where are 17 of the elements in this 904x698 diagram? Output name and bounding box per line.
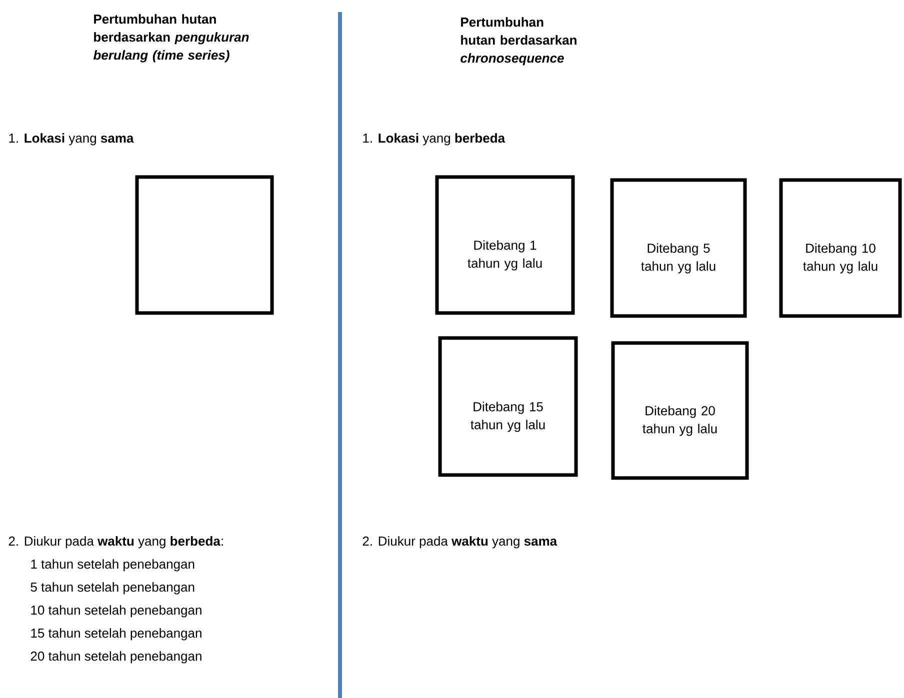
list-item: 2. Diukur pada waktu yang sama [362,536,558,548]
plot-box: Ditebang 1 tahun yg lalu [435,175,575,315]
list-item: 2. Diukur pada waktu yang berbeda: [8,536,223,548]
column-heading: Pertumbuhan hutan berdasarkan chronosequence [460,17,576,66]
plot-box: Ditebang 20 tahun yg lalu [611,341,749,480]
plot-box: Ditebang 5 tahun yg lalu [610,178,747,318]
list-item: 20 tahun setelah penebangan [30,651,202,664]
list-item: 1. Lokasi yang berbeda [363,133,506,146]
list-item: 10 tahun setelah penebangan [31,605,202,618]
list-item: 1 tahun setelah penebangan [31,559,194,572]
empty-plot-box [135,175,274,315]
plot-box: Ditebang 15 tahun yg lalu [438,336,578,477]
column-heading: Pertumbuhan hutan berdasarkan pengukuran berulang (time series) [93,14,249,62]
list-item: 15 tahun setelah penebangan [31,628,202,640]
plot-box: Ditebang 10 tahun yg lalu [779,178,902,318]
list-item: 1. Lokasi yang sama [9,133,134,146]
list-item: 5 tahun setelah penebangan [30,582,194,594]
